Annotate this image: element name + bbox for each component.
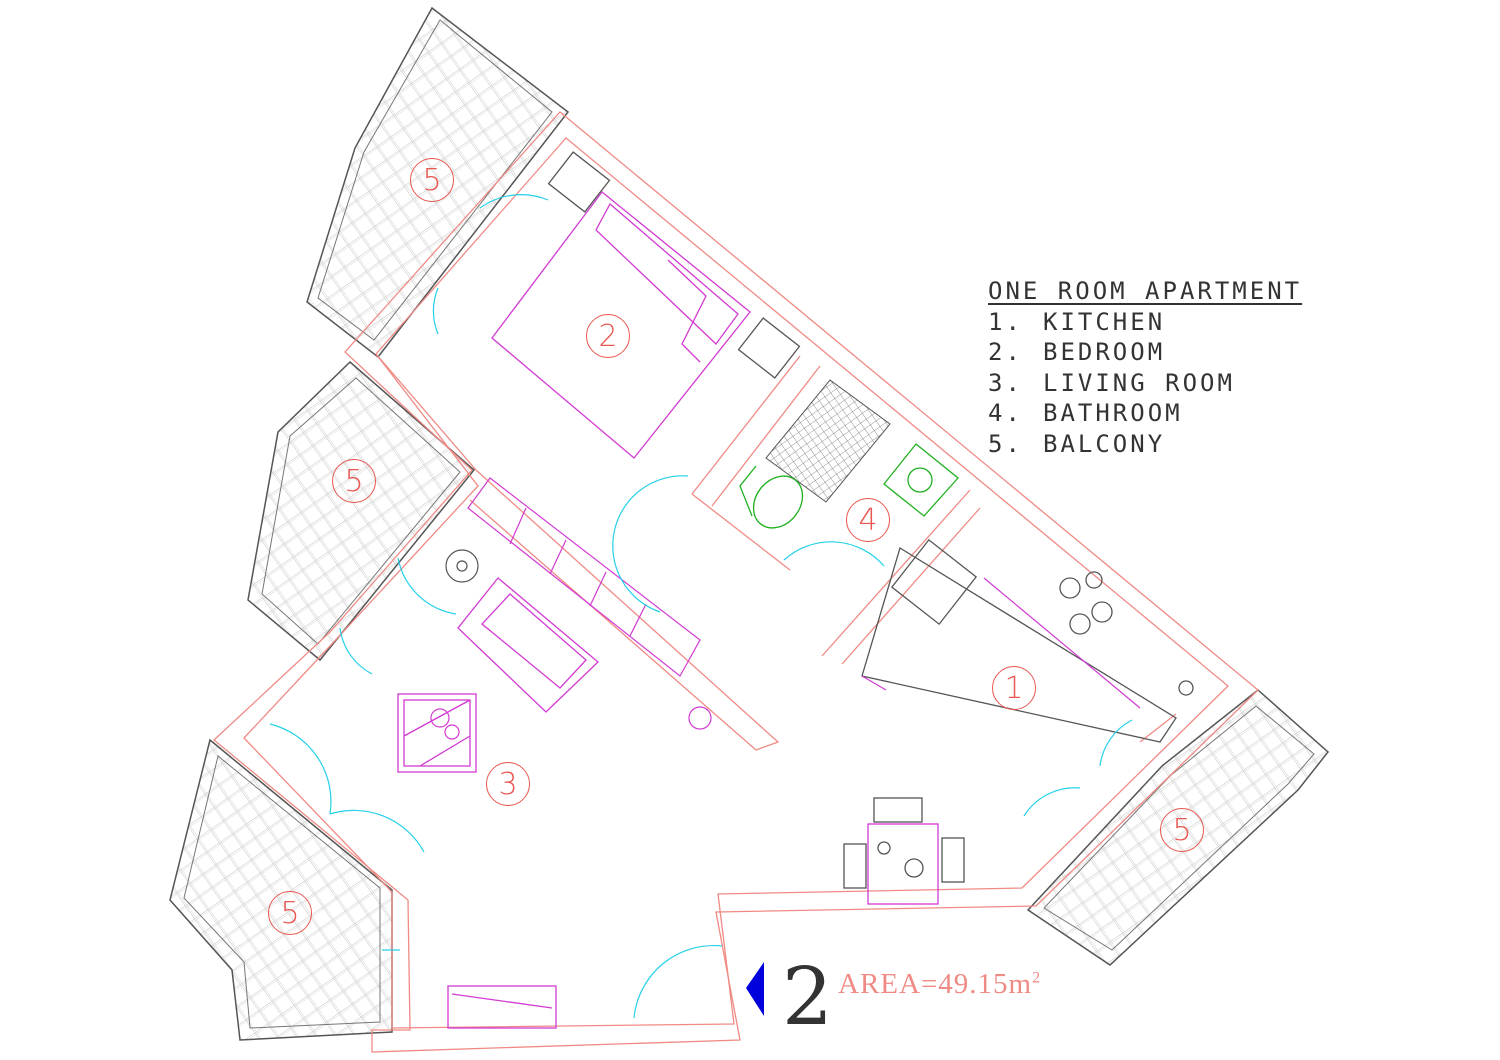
entrance-arrow-icon bbox=[746, 962, 764, 1016]
legend-number: 3. bbox=[988, 368, 1023, 397]
area-unit-exponent: 2 bbox=[1032, 969, 1042, 987]
doors bbox=[269, 194, 1133, 1019]
toilet bbox=[739, 465, 804, 529]
balcony-left bbox=[247, 360, 476, 662]
legend-item-balcony: 5. BALCONY bbox=[988, 429, 1302, 460]
coffee-table bbox=[397, 693, 477, 773]
legend-label: BALCONY bbox=[1043, 429, 1166, 458]
sofa bbox=[457, 577, 599, 713]
legend-title: ONE ROOM APARTMENT bbox=[988, 277, 1303, 305]
room-label-bedroom: 2 bbox=[586, 314, 630, 358]
apartment-walls bbox=[213, 111, 1259, 1053]
legend-label: KITCHEN bbox=[1043, 307, 1166, 336]
area-value: AREA=49.15m bbox=[838, 968, 1033, 1000]
legend-item-living-room: 3. LIVING ROOM bbox=[988, 368, 1302, 399]
legend-item-kitchen: 1. KITCHEN bbox=[988, 307, 1302, 338]
wardrobe bbox=[467, 477, 701, 677]
legend-label: LIVING ROOM bbox=[1043, 368, 1235, 397]
legend-label: BEDROOM bbox=[1043, 338, 1166, 366]
legend-number: 1. bbox=[988, 307, 1023, 336]
washbasin bbox=[883, 443, 959, 517]
legend-label: BATHROOM bbox=[1043, 399, 1183, 427]
tv-stand bbox=[447, 985, 557, 1029]
room-label-balcony-right: 5 bbox=[1160, 808, 1204, 852]
legend-number: 2. bbox=[988, 338, 1023, 366]
area-label: AREA=49.15m2 bbox=[838, 968, 1041, 1001]
shower bbox=[765, 379, 891, 503]
legend-item-bathroom: 4. BATHROOM bbox=[988, 398, 1302, 429]
kitchen-edge bbox=[861, 577, 1141, 709]
legend: ONE ROOM APARTMENT 1. KITCHEN 2. BEDROOM 3… bbox=[988, 276, 1302, 459]
room-label-bathroom: 4 bbox=[846, 498, 890, 542]
room-label-kitchen: 1 bbox=[992, 666, 1036, 710]
balcony-bottom-left bbox=[169, 738, 393, 1041]
legend-item-bedroom: 2. BEDROOM bbox=[988, 337, 1302, 368]
plant-icon bbox=[430, 706, 712, 740]
room-label-living-room: 3 bbox=[486, 762, 530, 806]
bed bbox=[491, 151, 801, 459]
kitchen-counter bbox=[861, 538, 1194, 743]
legend-number: 5. bbox=[988, 429, 1023, 458]
legend-number: 4. bbox=[988, 399, 1023, 427]
room-label-balcony-left: 5 bbox=[332, 459, 376, 503]
room-label-balcony-bottom-left: 5 bbox=[268, 891, 312, 935]
flower-icon bbox=[445, 549, 479, 583]
sheet-number: 2 bbox=[782, 950, 833, 1043]
room-label-balcony-top: 5 bbox=[410, 158, 454, 202]
dining-table bbox=[843, 797, 965, 905]
